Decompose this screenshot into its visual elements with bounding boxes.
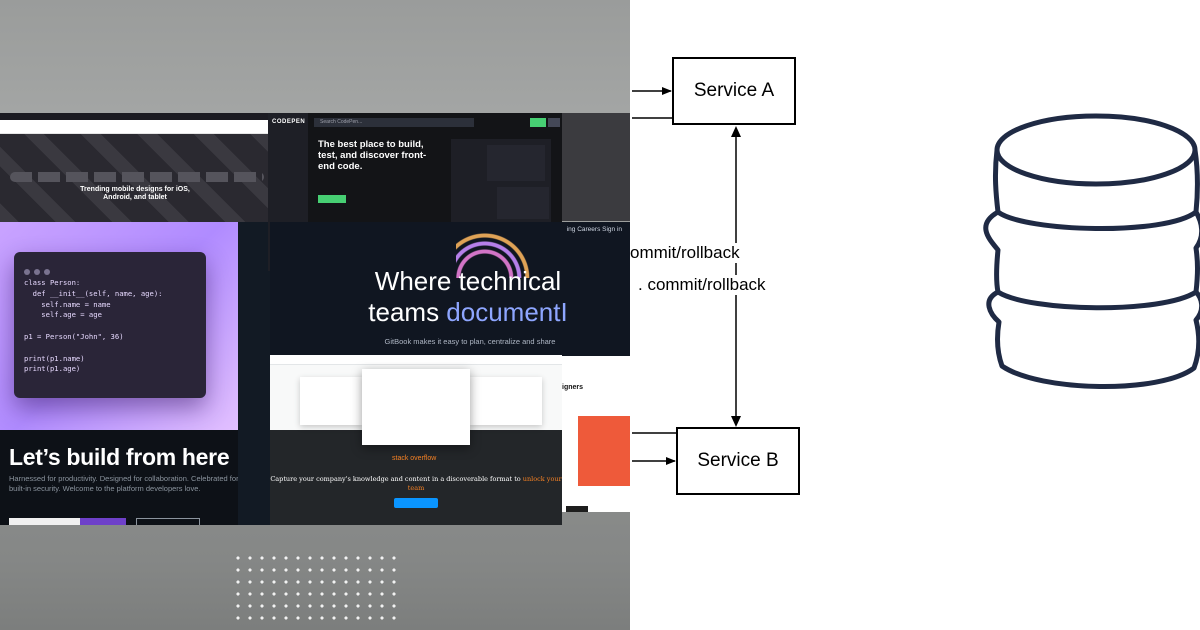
download-button xyxy=(566,506,588,512)
codepen-headline: The best place to build, test, and disco… xyxy=(318,139,427,172)
so-preview-card xyxy=(300,377,362,425)
partial-heading: igners xyxy=(562,384,584,391)
service-a-box: Service A xyxy=(672,57,796,125)
gitbook-subtitle: GitBook makes it easy to plan, centraliz… xyxy=(384,337,556,346)
codepen-signup-button xyxy=(530,118,546,127)
gitbook-headline-line1: Where technical xyxy=(374,266,562,296)
so-topbar xyxy=(270,355,562,365)
code-pane xyxy=(487,145,545,181)
github-secondary-button xyxy=(136,518,200,525)
so-cta-button xyxy=(394,498,438,508)
code-line: print(p1.name) xyxy=(24,353,85,363)
gitbook-headline-accent: document xyxy=(446,297,561,327)
github-screenshot: Let’s build from here Harnessed for prod… xyxy=(0,430,270,525)
so-headline-accent: unlock your team xyxy=(407,475,562,492)
code-line: print(p1.age) xyxy=(24,364,81,374)
gitbook-nav: ing Careers Sign in xyxy=(566,226,622,233)
code-line: p1 = Person("John", 36) xyxy=(24,331,124,341)
code-line: self.age = age xyxy=(24,310,102,320)
github-signup-button xyxy=(80,518,126,525)
codepen-login-button xyxy=(548,118,560,127)
partial-screenshot-bottom: igners xyxy=(562,356,630,512)
stackoverflow-screenshot: stack overflow Capture your company's kn… xyxy=(270,355,562,525)
promo-bar xyxy=(0,113,270,120)
dark-strip xyxy=(238,222,270,525)
arrow-head-down xyxy=(731,416,741,427)
architecture-diagram: Service A Service B ommit/rollback . com… xyxy=(630,0,1200,630)
dribbble-nav xyxy=(0,120,270,134)
code-line: ​ xyxy=(24,321,196,332)
codepen-cta-button xyxy=(318,195,346,203)
so-preview-window xyxy=(362,369,470,445)
code-editor-window: class Person: def __init__(self, name, a… xyxy=(14,252,206,398)
so-headline-prefix: Capture your company's knowledge and con… xyxy=(270,475,523,483)
dribbble-hero: Trending mobile designs for iOS, Android… xyxy=(0,134,270,223)
codepen-logo: CODEPEN xyxy=(272,119,306,125)
code-pane xyxy=(497,187,549,219)
gitbook-headline: Where technical teams documentI xyxy=(348,266,588,328)
database-icon xyxy=(983,113,1200,390)
github-email-input xyxy=(9,518,81,525)
github-headline: Let’s build from here xyxy=(9,444,230,470)
gitbook-headline-line2: teams documentI xyxy=(348,297,588,328)
code-line: self.name = name xyxy=(24,299,111,309)
dribbble-screenshot: Trending mobile designs for iOS, Android… xyxy=(0,113,270,223)
gitbook-screenshot: ing Careers Sign in Where technical team… xyxy=(270,222,630,356)
gitbook-headline-prefix: teams xyxy=(368,297,447,327)
dribbble-hero-title: Trending mobile designs for iOS, Android… xyxy=(80,186,190,202)
service-b-label: Service B xyxy=(697,450,779,471)
edge-label-commit-rollback-1: ommit/rollback xyxy=(630,243,740,263)
service-a-label: Service A xyxy=(693,80,775,101)
diagram-connectors xyxy=(632,87,1200,465)
so-preview-card xyxy=(470,377,542,425)
stackoverflow-headline: Capture your company's knowledge and con… xyxy=(270,475,562,493)
screenshot-collage: Trending mobile designs for iOS, Android… xyxy=(0,0,630,630)
code-line: def __init__(self, name, age): xyxy=(24,288,163,298)
dot-pattern xyxy=(232,552,402,622)
service-b-box: Service B xyxy=(676,427,800,495)
orange-card xyxy=(578,416,630,486)
text-cursor-icon: I xyxy=(560,297,568,327)
code-showcase-screenshot: class Person: def __init__(self, name, a… xyxy=(0,222,238,430)
codepen-editor-preview xyxy=(451,139,551,225)
category-pills xyxy=(10,172,264,182)
gitbook-rings-graphic xyxy=(456,222,552,278)
window-controls xyxy=(24,262,54,280)
codepen-search: Search CodePen... xyxy=(314,118,474,127)
arrow-head-up xyxy=(731,126,741,137)
stackoverflow-logo: stack overflow xyxy=(392,455,437,462)
code-line: ​ xyxy=(24,343,196,354)
partial-screenshot-top xyxy=(562,113,630,221)
github-subtext: Harnessed for productivity. Designed for… xyxy=(9,474,239,493)
edge-label-commit-rollback-2: . commit/rollback xyxy=(638,275,766,295)
code-line: class Person: xyxy=(24,278,81,287)
